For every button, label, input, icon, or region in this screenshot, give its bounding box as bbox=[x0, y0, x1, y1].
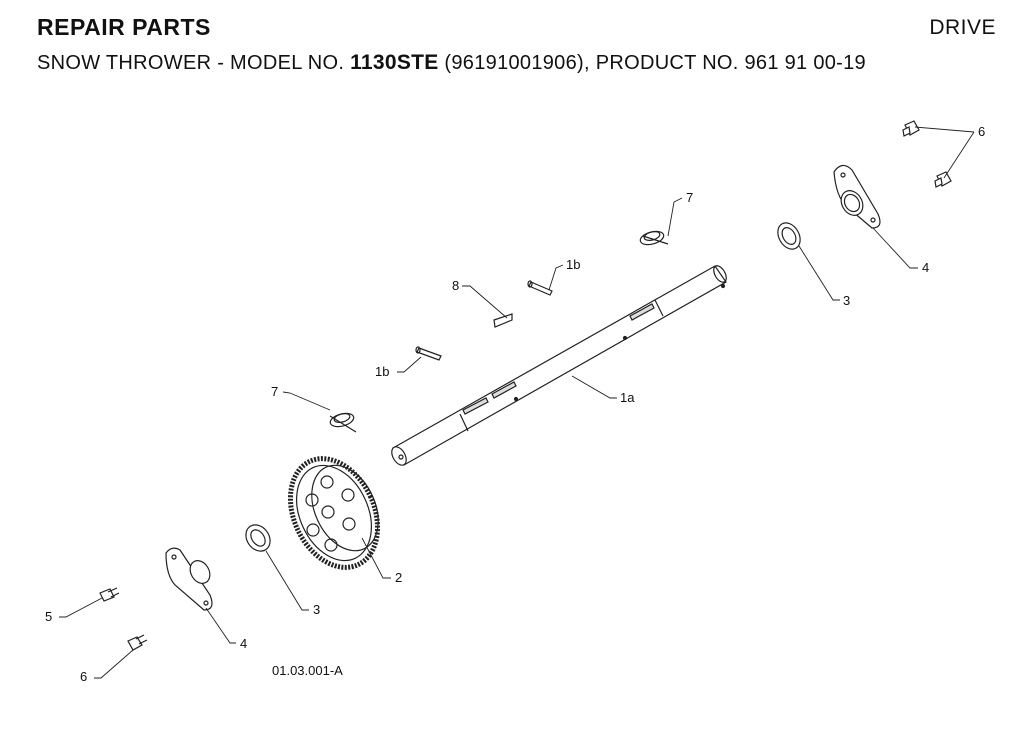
callout-7-left: 7 bbox=[271, 384, 279, 399]
drawing-code: 01.03.001-A bbox=[272, 663, 343, 678]
roll-pin-lower bbox=[415, 346, 442, 361]
callout-4-right: 4 bbox=[922, 260, 930, 275]
callout-6-top: 6 bbox=[978, 124, 986, 139]
model-number: 1130STE bbox=[350, 51, 439, 74]
page-subtitle: SNOW THROWER - MODEL NO. 1130STE (961910… bbox=[37, 51, 866, 75]
subtitle-prefix: SNOW THROWER - MODEL NO. bbox=[37, 52, 351, 74]
leader-lines bbox=[59, 126, 975, 679]
subtitle-suffix: (96191001906), PRODUCT NO. 961 91 00-19 bbox=[438, 52, 866, 74]
callout-2: 2 bbox=[395, 570, 403, 585]
callout-8: 8 bbox=[452, 278, 460, 293]
callout-7-right: 7 bbox=[686, 190, 694, 205]
callout-6-bottom: 6 bbox=[80, 669, 88, 684]
callout-1b-lower: 1b bbox=[375, 364, 390, 379]
main-shaft bbox=[391, 265, 727, 466]
bolt-top-right bbox=[902, 120, 920, 137]
callout-1b-upper: 1b bbox=[566, 257, 581, 272]
callout-3-left: 3 bbox=[313, 602, 321, 617]
screw-left bbox=[99, 587, 120, 602]
washer-left bbox=[245, 524, 271, 552]
drive-gear bbox=[287, 456, 381, 570]
callout-5: 5 bbox=[45, 609, 53, 624]
callout-3-right: 3 bbox=[843, 293, 851, 308]
bolt-bottom-left bbox=[127, 634, 148, 651]
washer-right bbox=[777, 222, 801, 250]
callout-4-left: 4 bbox=[240, 636, 248, 651]
roll-pin-upper bbox=[527, 280, 553, 296]
bearing-flange-left bbox=[165, 547, 213, 611]
bolt-mid-right bbox=[934, 171, 952, 188]
section-title: DRIVE bbox=[929, 16, 996, 39]
bearing-flange-right bbox=[833, 164, 881, 229]
page-title: REPAIR PARTS bbox=[37, 14, 211, 40]
hairpin-pin-left bbox=[329, 412, 357, 433]
callout-1a: 1a bbox=[620, 390, 635, 405]
shaft-key bbox=[493, 313, 513, 328]
hairpin-pin-right bbox=[639, 230, 669, 246]
